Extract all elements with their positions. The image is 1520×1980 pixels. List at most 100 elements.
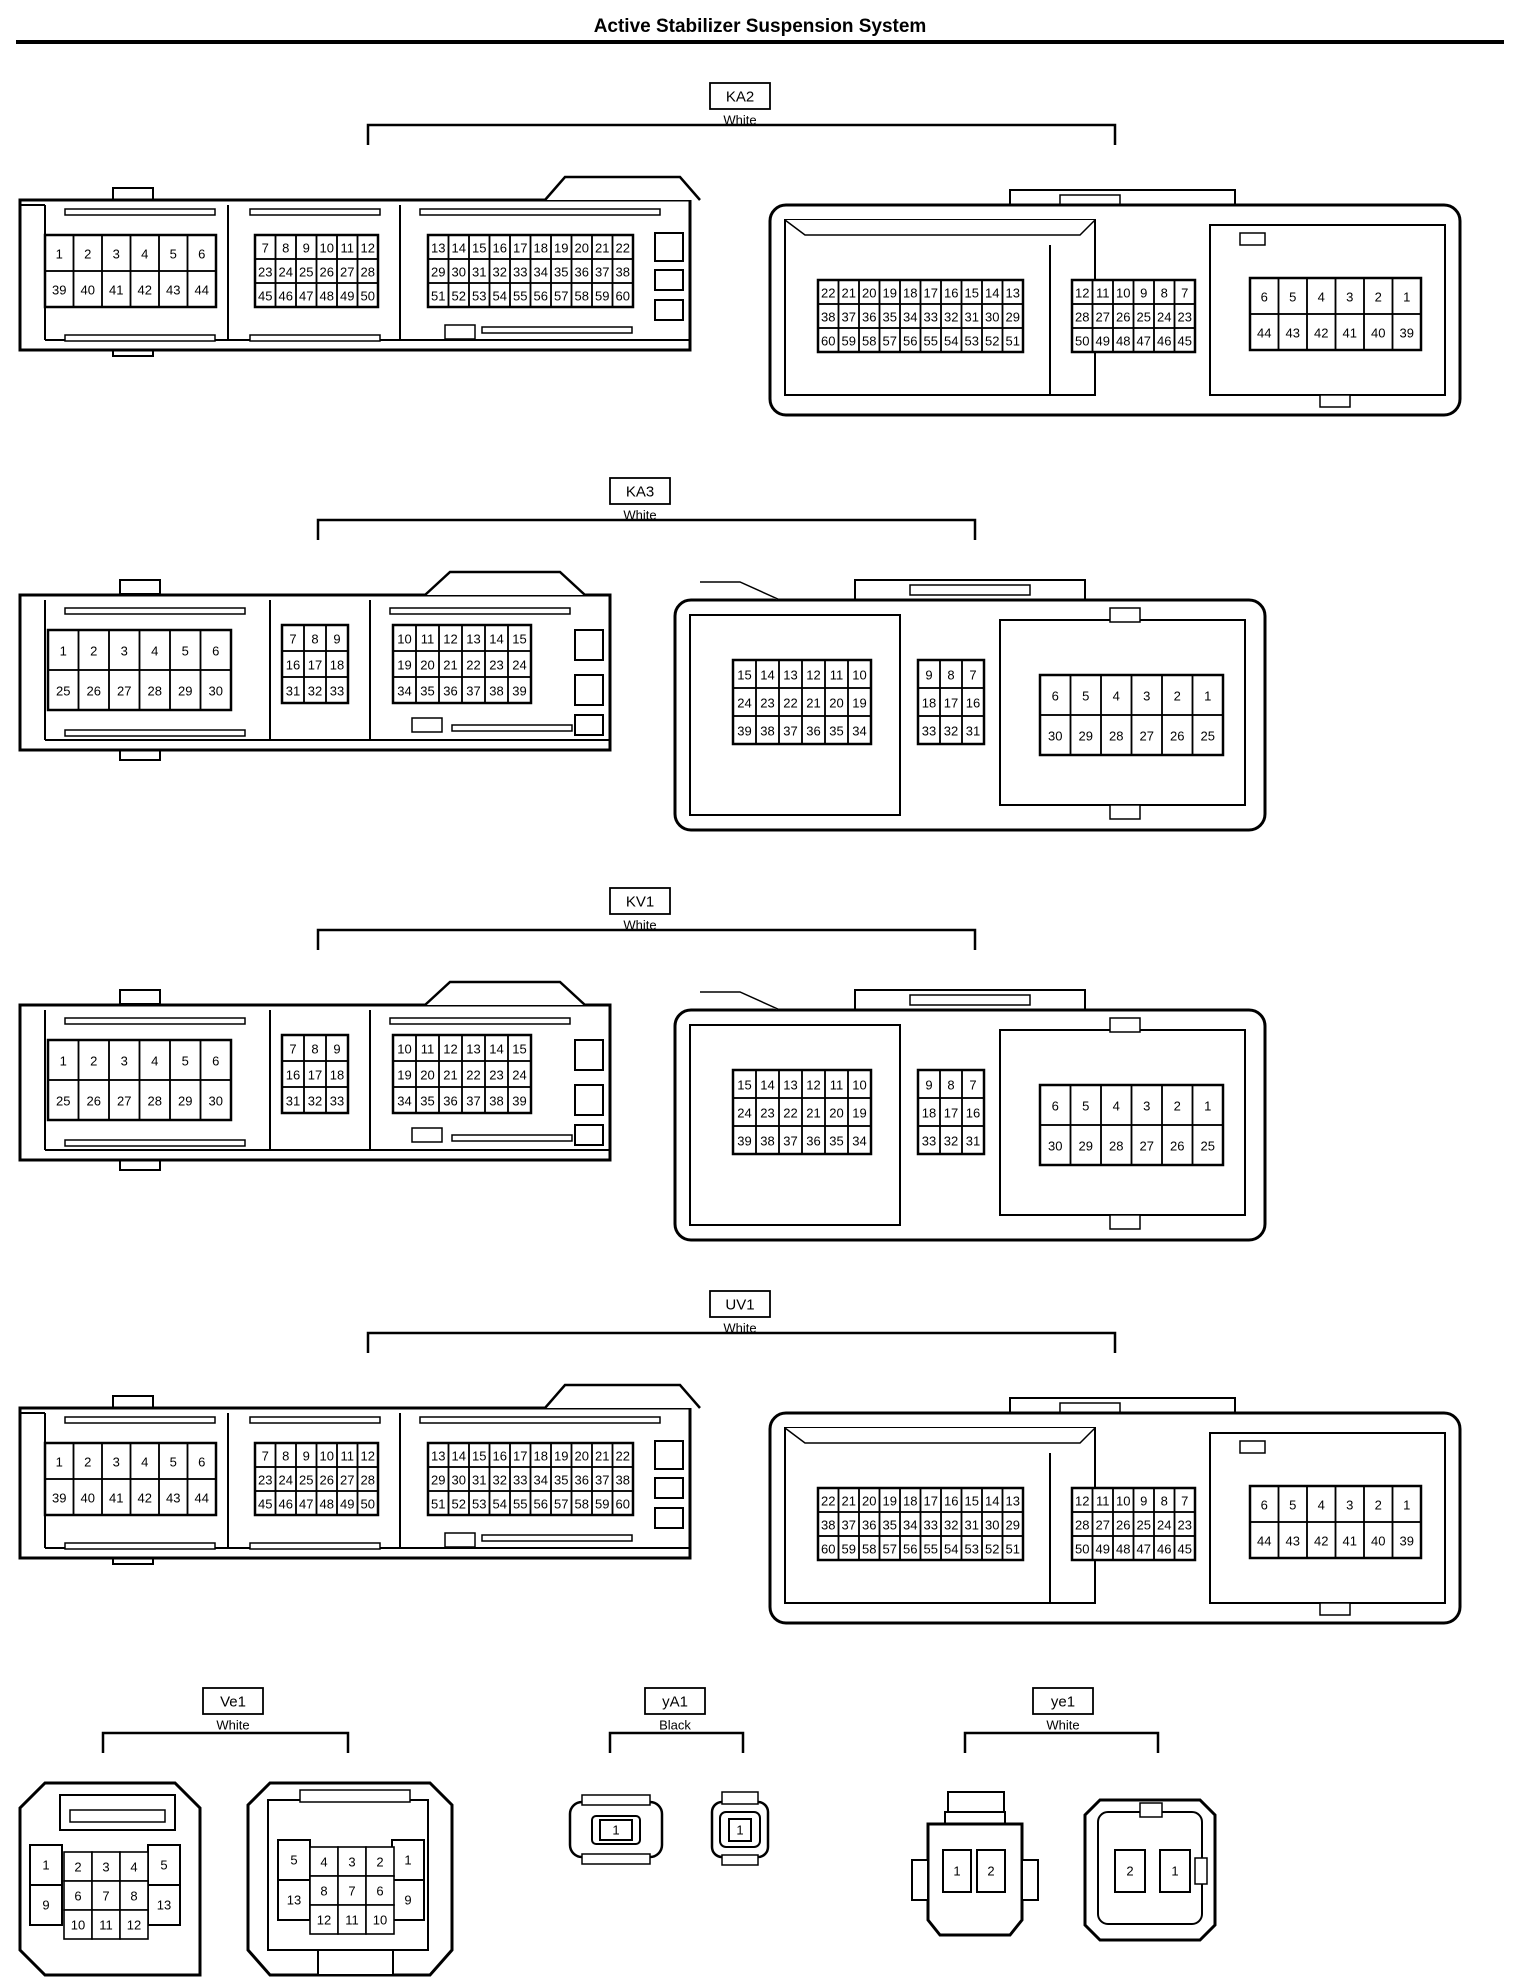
rib (444, 1532, 476, 1548)
pin-cavity (599, 1819, 633, 1841)
pin-number: 3 (1346, 1498, 1353, 1513)
pin-number: 20 (575, 241, 589, 256)
pin-number: 30 (452, 1473, 466, 1488)
pin-number: 33 (924, 1518, 938, 1533)
rib (451, 1134, 573, 1142)
polarizing-key (654, 1440, 684, 1470)
pin-number: 27 (1140, 1139, 1154, 1154)
rib (64, 729, 246, 737)
pin-number: 2 (84, 1455, 91, 1470)
pin-number: 6 (212, 644, 219, 659)
latch-tab (1139, 1802, 1163, 1818)
latch-tab (721, 1791, 759, 1805)
side-rib (1021, 1859, 1039, 1901)
pin-number: 24 (512, 658, 526, 673)
pin-number: 46 (1157, 334, 1171, 349)
pin-cavity (325, 1086, 349, 1114)
pin-number: 41 (109, 283, 123, 298)
pin-number: 11 (345, 1913, 359, 1928)
pin-number: 33 (922, 724, 936, 739)
rib (419, 208, 661, 216)
pin-number: 37 (595, 1473, 609, 1488)
pin-number: 33 (924, 310, 938, 325)
pin-number: 33 (922, 1134, 936, 1149)
pin-number: 7 (102, 1889, 109, 1904)
pin-number: 49 (340, 289, 354, 304)
pin-number: 29 (431, 1473, 445, 1488)
latch-tab (119, 579, 161, 595)
pin-number: 36 (443, 684, 457, 699)
pin-number: 22 (783, 696, 797, 711)
pin-number: 35 (883, 1518, 897, 1533)
pin-number: 10 (1116, 1494, 1130, 1509)
rib (64, 334, 216, 342)
pin-number: 30 (1048, 729, 1062, 744)
pin-number: 8 (1161, 286, 1168, 301)
pin-number: 17 (924, 286, 938, 301)
pin-number: 1 (1403, 290, 1410, 305)
pin-cavity (1191, 714, 1224, 756)
pin-number: 44 (195, 283, 209, 298)
rib (1109, 1214, 1141, 1230)
pin-number: 45 (1178, 1542, 1192, 1557)
pin-number: 44 (195, 1491, 209, 1506)
pin-number: 4 (1113, 1099, 1120, 1114)
pin-number: 57 (554, 289, 568, 304)
pin-number: 43 (166, 1491, 180, 1506)
rib (249, 1542, 381, 1550)
pin-number: 6 (1052, 689, 1059, 704)
pin-number: 17 (308, 1068, 322, 1083)
pin-number: 34 (852, 724, 866, 739)
pin-number: 58 (862, 334, 876, 349)
pin-number: 52 (985, 1542, 999, 1557)
polarizing-key (654, 1477, 684, 1499)
pin-number: 9 (303, 1449, 310, 1464)
pin-number: 22 (783, 1106, 797, 1121)
pin-number: 8 (947, 1078, 954, 1093)
polarizing-key (574, 1124, 604, 1146)
pin-number: 15 (512, 1042, 526, 1057)
pin-number: 37 (466, 1094, 480, 1109)
pin-number: 30 (452, 265, 466, 280)
pin-number: 31 (965, 310, 979, 325)
pin-number: 13 (1006, 286, 1020, 301)
pin-cavity (847, 715, 872, 745)
pin-number: 27 (117, 1094, 131, 1109)
pin-number: 13 (466, 632, 480, 647)
pin-number: 38 (760, 1134, 774, 1149)
pin-number: 38 (821, 1518, 835, 1533)
pin-number: 25 (1201, 729, 1215, 744)
rib (299, 1789, 411, 1803)
pin-number: 58 (575, 289, 589, 304)
pin-number: 38 (616, 265, 630, 280)
pin-number: 21 (806, 1106, 820, 1121)
pin-number: 20 (420, 658, 434, 673)
pin-number: 4 (1318, 290, 1325, 305)
polarizing-key (654, 299, 684, 321)
pin-number: 36 (806, 1134, 820, 1149)
pin-number: 1 (1204, 689, 1211, 704)
pin-number: 4 (151, 1054, 158, 1069)
pin-number: 49 (1096, 334, 1110, 349)
pin-number: 36 (443, 1094, 457, 1109)
pin-number: 15 (512, 632, 526, 647)
pin-number: 22 (466, 1068, 480, 1083)
pin-number: 19 (883, 286, 897, 301)
rib (64, 1017, 246, 1025)
pin-number: 13 (466, 1042, 480, 1057)
pin-number: 8 (1161, 1494, 1168, 1509)
pin-number: 28 (1109, 729, 1123, 744)
pin-number: 9 (1140, 286, 1147, 301)
pin-number: 25 (299, 265, 313, 280)
pin-number: 30 (209, 684, 223, 699)
pin-number: 10 (320, 1449, 334, 1464)
pin-number: 16 (286, 658, 300, 673)
latch-tab (581, 1853, 651, 1865)
pin-cavity (337, 1904, 367, 1935)
